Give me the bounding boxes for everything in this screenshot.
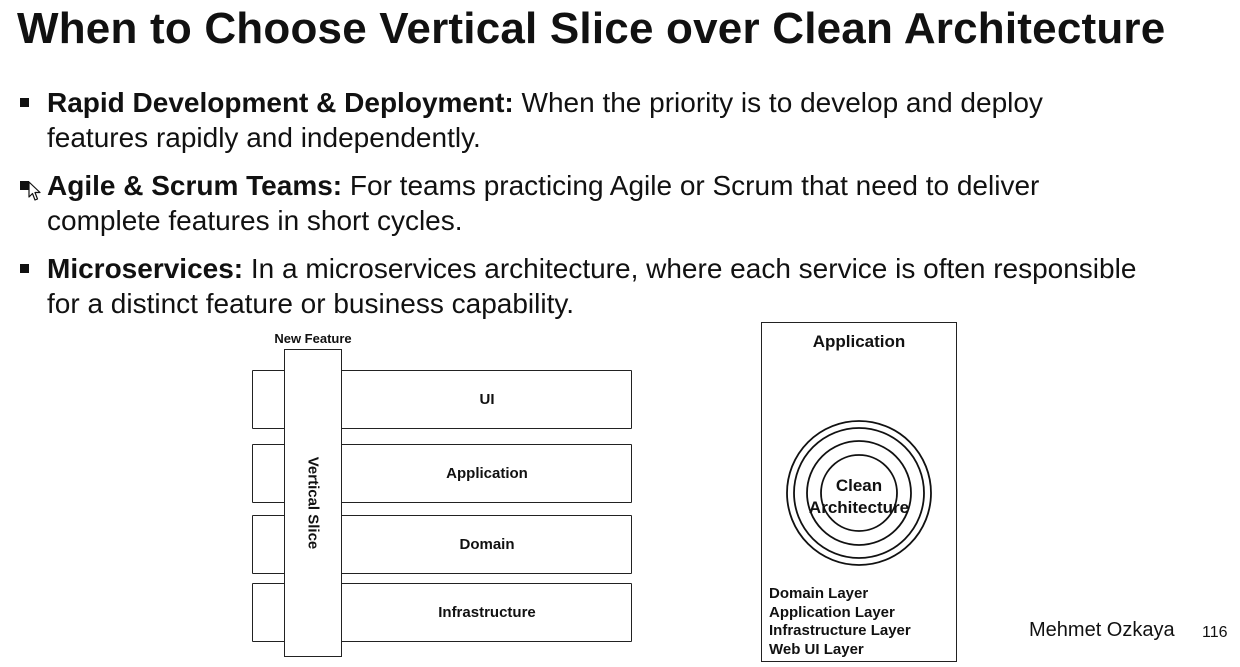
layer-label: UI <box>479 391 495 408</box>
bullet-text: For teams practicing Agile or Scrum that… <box>47 170 1040 236</box>
slide-title: When to Choose Vertical Slice over Clean… <box>17 4 1166 53</box>
clean-architecture-label: Clean Architecture <box>762 475 956 519</box>
layer-list: Domain Layer Application Layer Infrastru… <box>769 585 911 659</box>
square-bullet-icon <box>20 181 29 190</box>
bullet-text: When the priority is to develop and depl… <box>47 87 1043 153</box>
vertical-slice-diagram: New Feature UI Application Domain Infras… <box>250 328 640 658</box>
core-label-line2: Architecture <box>808 498 910 517</box>
layer-list-item: Web UI Layer <box>769 640 864 658</box>
layer-label: Application <box>446 465 528 482</box>
bullet-text: In a microservices architecture, where e… <box>47 253 1137 319</box>
bullet-item: Rapid Development & Deployment: When the… <box>18 85 1138 155</box>
bullet-item: Agile & Scrum Teams: For teams practicin… <box>18 168 1138 238</box>
clean-architecture-diagram: Application Clean Architecture Domain La… <box>761 322 957 662</box>
application-title: Application <box>812 332 906 351</box>
layer-list-item: Infrastructure Layer <box>769 622 911 639</box>
core-label-line1: Clean <box>835 476 883 495</box>
concentric-circles-icon <box>786 420 932 566</box>
layer-label: Infrastructure <box>438 604 536 621</box>
bullet-list: Rapid Development & Deployment: When the… <box>18 85 1138 321</box>
vertical-slice-bar: Vertical Slice <box>284 349 342 657</box>
bullet-term: Agile & Scrum Teams: <box>47 170 343 201</box>
square-bullet-icon <box>20 98 29 107</box>
bullet-term: Rapid Development & Deployment: <box>47 87 514 118</box>
author-name: Mehmet Ozkaya <box>1029 619 1175 641</box>
bullet-term: Microservices: <box>47 253 244 284</box>
mouse-pointer-icon <box>28 181 41 201</box>
page-number: 116 <box>1202 624 1228 641</box>
square-bullet-icon <box>20 264 29 273</box>
new-feature-label: New Feature <box>274 331 352 346</box>
layer-list-item: Domain Layer <box>769 585 869 602</box>
bullet-item: Microservices: In a microservices archit… <box>18 251 1138 321</box>
vertical-slice-label: Vertical Slice <box>304 456 322 550</box>
layer-list-item: Application Layer <box>769 603 895 621</box>
layer-label: Domain <box>459 536 515 553</box>
